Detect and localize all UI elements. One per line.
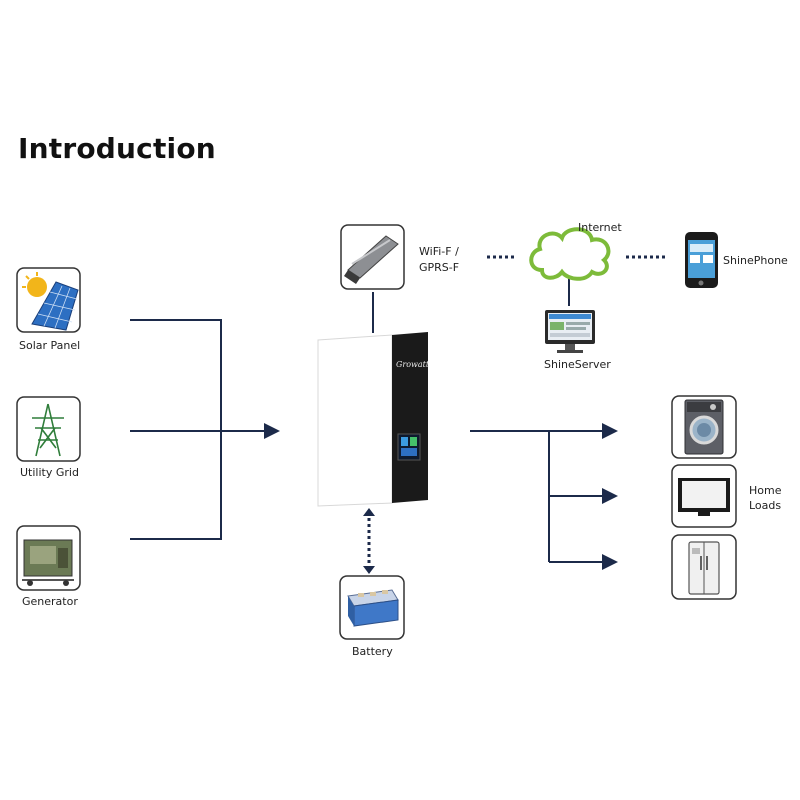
battery-label: Battery: [352, 645, 393, 658]
solar-generator-bus-line: [130, 319, 222, 540]
wifi-dongle-icon: [340, 224, 405, 290]
home-loads-label-line1: Home: [749, 484, 782, 497]
shinephone-label: ShinePhone: [723, 254, 788, 267]
battery-icon: [339, 575, 405, 640]
wifi-label-line2: GPRS-F: [419, 261, 460, 274]
internet-cloud-icon: [529, 227, 611, 281]
battery-dotted-link: [363, 508, 375, 574]
refrigerator-icon: [671, 534, 737, 600]
generator-label: Generator: [22, 595, 78, 608]
home-loads-label-line2: Loads: [749, 499, 782, 512]
input-connectors: [130, 319, 280, 540]
page-title: Introduction: [18, 132, 216, 165]
output-connectors: [470, 423, 618, 570]
shineserver-monitor-icon: [545, 310, 595, 353]
utility-grid-icon: [16, 396, 81, 462]
solar-panel-icon: [16, 267, 81, 333]
generator-icon: [16, 525, 81, 591]
internet-label: Internet: [578, 221, 622, 234]
solar-panel-label: Solar Panel: [19, 339, 81, 352]
television-icon: [671, 464, 737, 528]
washing-machine-icon: [671, 395, 737, 459]
shinephone-icon: [685, 232, 718, 288]
inverter-brand-logo: Growatt: [396, 360, 430, 369]
utility-grid-label: Utility Grid: [20, 466, 79, 479]
wifi-label-line1: WiFi-F /: [419, 245, 459, 258]
inverter-device: [317, 332, 428, 507]
shineserver-label: ShineServer: [544, 358, 611, 371]
